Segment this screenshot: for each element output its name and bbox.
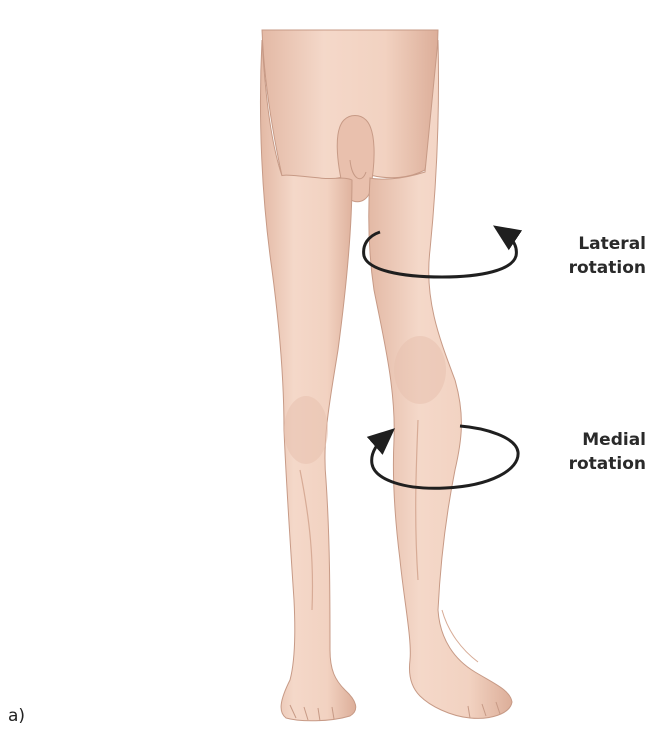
medial-line-2: rotation: [569, 452, 646, 476]
medial-rotation-label: Medial rotation: [569, 428, 646, 476]
panel-label: a): [8, 706, 25, 726]
lateral-rotation-label: Lateral rotation: [569, 232, 646, 280]
medial-line-1: Medial: [569, 428, 646, 452]
lateral-line-2: rotation: [569, 256, 646, 280]
lateral-line-1: Lateral: [569, 232, 646, 256]
